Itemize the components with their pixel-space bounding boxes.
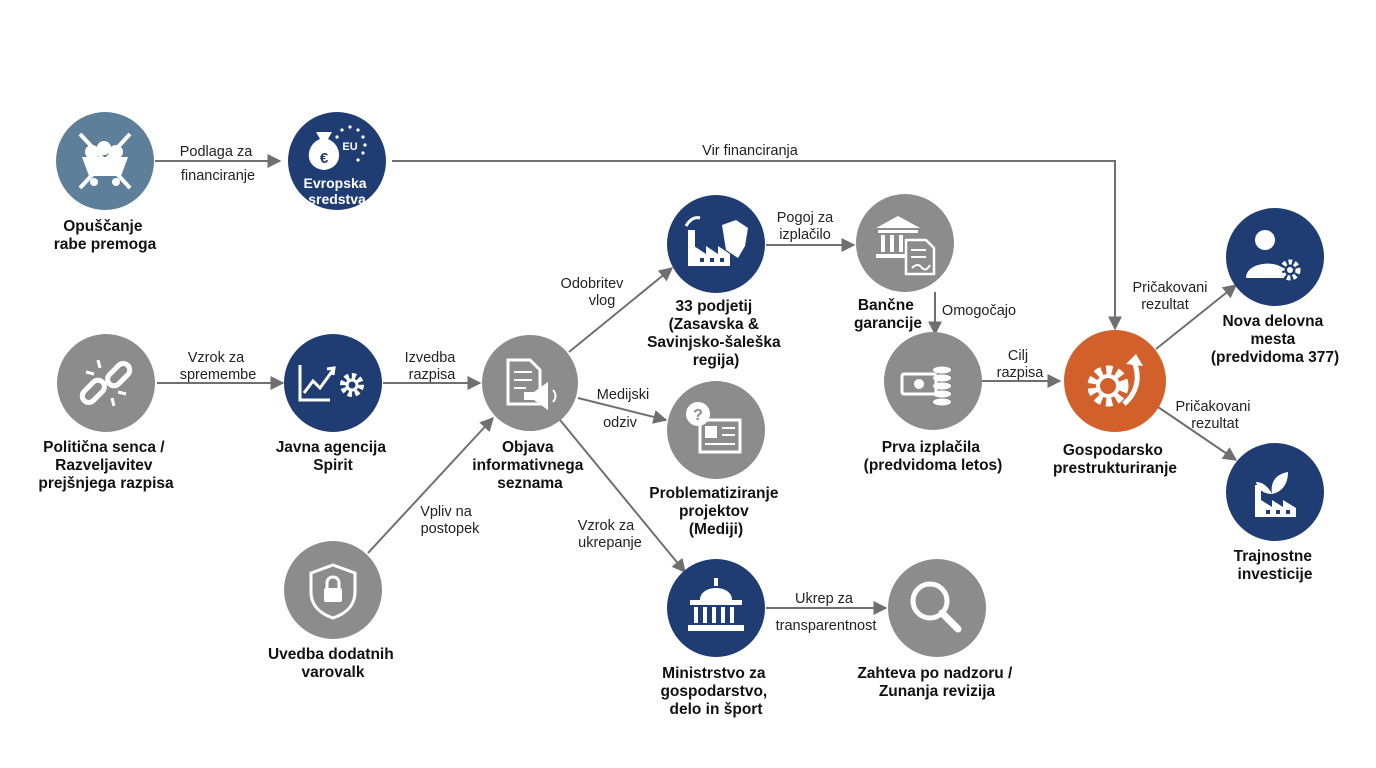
node-eu-funds: € EU Evropska sredstva <box>288 112 386 210</box>
node-sustainable-investments: Trajnostne investicije <box>1226 443 1324 583</box>
edge-label-publication-media: Medijski odziv <box>597 387 653 431</box>
edges <box>155 154 1238 615</box>
edge-label-restructuring-investments: Pričakovani rezultat <box>1176 399 1255 432</box>
edge-publication-ministry <box>559 419 686 574</box>
node-label-eu: Evropska sredstva <box>304 175 371 207</box>
svg-text:€: € <box>320 150 329 167</box>
document-megaphone-icon <box>506 358 557 410</box>
svg-text:EU: EU <box>342 141 357 153</box>
coal-cart-crossed-icon <box>78 132 132 190</box>
bank-document-icon <box>876 216 936 276</box>
cash-coins-icon <box>900 366 951 406</box>
edge-label-restructuring-jobs: Pričakovani rezultat <box>1133 280 1212 313</box>
edge-label-ministry-audit: Ukrep za transparentnost <box>776 591 877 634</box>
node-political-shadow: Politična senca / Razveljavitev prejšnje… <box>38 334 174 492</box>
node-label-media: Problematiziranje projektov (Mediji) <box>649 485 783 538</box>
government-building-icon <box>688 578 744 631</box>
person-gear-icon <box>1246 230 1301 281</box>
node-coal-phaseout: Opuščanje rabe premoga <box>54 112 157 253</box>
node-circle <box>667 195 765 293</box>
edge-labels: Podlaga za financiranje Vir financiranja… <box>180 143 1255 634</box>
node-label-audit: Zahteva po nadzoru / Zunanja revizija <box>857 665 1016 700</box>
magnifier-icon <box>910 581 962 633</box>
gear-arrow-icon <box>1087 354 1143 407</box>
node-label-jobs: Nova delovna mesta (predvidoma 377) <box>1211 313 1339 366</box>
node-label-publication: Objava informativnega seznama <box>472 439 587 492</box>
node-label-ministry: Ministrstvo za gospodarstvo, delo in špo… <box>660 665 771 718</box>
node-label-investments: Trajnostne investicije <box>1234 548 1317 583</box>
node-label-payments: Prva izplačila (predvidoma letos) <box>864 439 1003 474</box>
svg-text:?: ? <box>693 407 703 424</box>
edge-label-eu-restructuring: Vir financiranja <box>702 143 799 159</box>
edge-label-bank-payments: Omogočajo <box>942 303 1016 319</box>
newspaper-question-icon: ? <box>686 402 742 454</box>
node-label-companies: 33 podjetij (Zasavska & Savinjsko-šalešk… <box>647 298 785 369</box>
edge-safeguards-publication <box>367 416 494 554</box>
edge-eu-restructuring <box>392 160 1122 331</box>
node-label-coal: Opuščanje rabe premoga <box>54 218 157 253</box>
green-factory-icon <box>1255 472 1296 517</box>
edge-restructuring-investments <box>1157 406 1238 461</box>
node-circle <box>888 559 986 657</box>
node-label-restructuring: Gospodarsko prestrukturiranje <box>1053 442 1177 477</box>
node-publication: Objava informativnega seznama <box>472 335 587 492</box>
edge-label-companies-bank: Pogoj za izplačilo <box>777 210 837 243</box>
euro-money-bag-icon: € EU <box>308 125 367 170</box>
edge-label-safeguards-publication: Vpliv na postopek <box>420 504 480 537</box>
node-circle <box>284 334 382 432</box>
edge-restructuring-jobs <box>1155 284 1238 350</box>
edge-label-political-spirit: Vzrok za spremembe <box>180 350 257 383</box>
node-label-political: Politična senca / Razveljavitev prejšnje… <box>38 439 174 492</box>
node-circle <box>482 335 578 431</box>
shield-lock-icon <box>309 563 357 620</box>
edge-label-coal-eu: Podlaga za financiranje <box>180 144 257 184</box>
edge-label-spirit-publication: Izvedba razpisa <box>405 350 460 383</box>
node-label-safeguards: Uvedba dodatnih varovalk <box>268 646 398 681</box>
node-safeguards: Uvedba dodatnih varovalk <box>268 541 398 681</box>
node-label-bank: Bančne garancije <box>854 297 922 332</box>
edge-label-publication-companies: Odobritev vlog <box>561 276 628 309</box>
node-label-spirit: Javna agencija Spirit <box>276 439 391 474</box>
node-restructuring: Gospodarsko prestrukturiranje <box>1053 330 1177 477</box>
node-new-jobs: Nova delovna mesta (predvidoma 377) <box>1211 208 1339 366</box>
node-ministry: Ministrstvo za gospodarstvo, delo in špo… <box>660 559 771 718</box>
factory-region-icon <box>684 216 748 266</box>
node-spirit-agency: Javna agencija Spirit <box>276 334 391 474</box>
edge-label-publication-ministry: Vzrok za ukrepanje <box>578 518 642 551</box>
node-circle <box>884 332 982 430</box>
node-circle <box>1226 208 1324 306</box>
node-companies: 33 podjetij (Zasavska & Savinjsko-šalešk… <box>647 195 785 369</box>
edge-publication-companies <box>568 267 674 353</box>
growth-chart-gear-icon <box>298 365 364 402</box>
edge-label-payments-restructuring: Cilj razpisa <box>997 348 1045 381</box>
edge-publication-media <box>577 397 668 424</box>
node-bank-guarantees: Bančne garancije <box>854 194 954 332</box>
node-first-payments: Prva izplačila (predvidoma letos) <box>864 332 1003 474</box>
node-media: ? Problematiziranje projektov (Mediji) <box>649 381 783 538</box>
node-audit: Zahteva po nadzoru / Zunanja revizija <box>857 559 1016 700</box>
broken-link-icon <box>79 359 133 407</box>
